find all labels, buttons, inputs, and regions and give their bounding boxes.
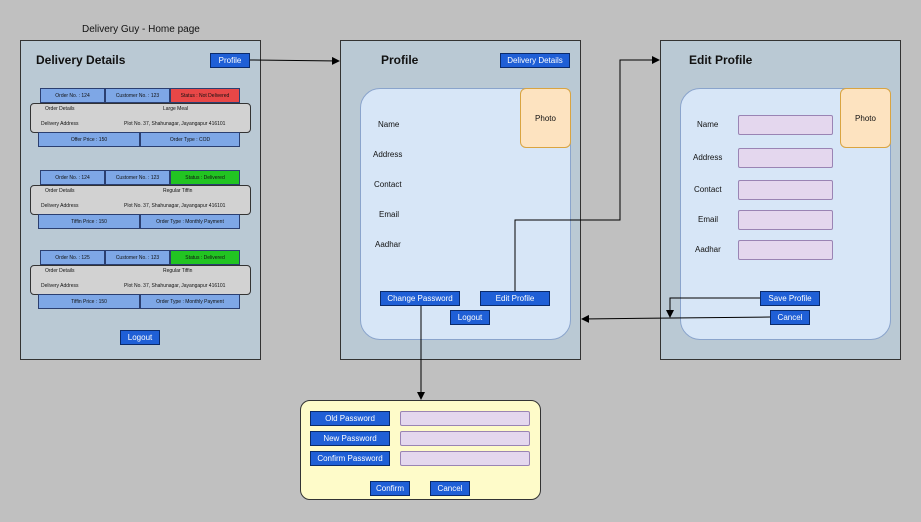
order-number: Order No. : 124	[40, 88, 105, 103]
profile-button[interactable]: Profile	[210, 53, 250, 68]
arrow-edit-to-edit-panel	[514, 56, 660, 291]
password-cancel-button[interactable]: Cancel	[430, 481, 470, 496]
order-price: Tiffin Price : 150	[38, 214, 140, 229]
old-password-label: Old Password	[310, 411, 390, 426]
order-details-label: Order Details	[45, 268, 75, 274]
profile-photo: Photo	[520, 88, 571, 148]
profile-aadhar-label: Aadhar	[375, 240, 401, 249]
order-status-badge: Status : Delivered	[170, 170, 240, 185]
order-number: Order No. : 124	[40, 170, 105, 185]
delivery-address-label: Delivery Address	[41, 203, 79, 209]
page-caption: Delivery Guy - Home page	[82, 24, 200, 35]
customer-number: Customer No. : 123	[105, 88, 170, 103]
profile-name-label: Name	[378, 120, 400, 129]
profile-address-label: Address	[373, 150, 403, 159]
order-type: Order Type : Monthly Payment	[140, 214, 240, 229]
edit-name-input[interactable]	[738, 115, 833, 135]
order-status-badge: Status : Delivered	[170, 250, 240, 265]
edit-aadhar-label: Aadhar	[695, 245, 721, 254]
edit-contact-input[interactable]	[738, 180, 833, 200]
profile-contact-label: Contact	[374, 180, 402, 189]
edit-contact-label: Contact	[694, 185, 722, 194]
order-type: Order Type : COD	[140, 132, 240, 147]
customer-number: Customer No. : 123	[105, 170, 170, 185]
customer-number: Customer No. : 123	[105, 250, 170, 265]
old-password-input[interactable]	[400, 411, 530, 426]
new-password-label: New Password	[310, 431, 390, 446]
order-details-label: Order Details	[45, 188, 75, 194]
home-logout-button[interactable]: Logout	[120, 330, 160, 345]
arrow-profile-to-profile-panel	[249, 56, 340, 65]
profile-email-label: Email	[379, 210, 400, 219]
edit-profile-photo[interactable]: Photo	[840, 88, 891, 148]
profile-logout-button[interactable]: Logout	[450, 310, 490, 325]
delivery-details-button[interactable]: Delivery Details	[500, 53, 570, 68]
order-status-badge: Status : Not Delivered	[170, 88, 240, 103]
edit-email-input[interactable]	[738, 210, 833, 230]
delivery-address-value: Plot No. 37, Shahunagar, Jayangapur 4161…	[124, 203, 226, 209]
order-price: Tiffin Price : 150	[38, 294, 140, 309]
confirm-button[interactable]: Confirm	[370, 481, 410, 496]
order-price: Offer Price : 150	[38, 132, 140, 147]
change-password-button[interactable]: Change Password	[380, 291, 460, 306]
profile-title: Profile	[381, 53, 419, 67]
new-password-input[interactable]	[400, 431, 530, 446]
edit-address-label: Address	[693, 153, 723, 162]
confirm-password-label: Confirm Password	[310, 451, 390, 466]
edit-address-input[interactable]	[738, 148, 833, 168]
edit-profile-title: Edit Profile	[689, 53, 753, 67]
edit-email-label: Email	[698, 215, 719, 224]
delivery-address-label: Delivery Address	[41, 283, 79, 289]
home-title: Delivery Details	[36, 53, 126, 67]
delivery-address-value: Plot No. 37, Shahunagar, Jayangapur 4161…	[124, 121, 226, 127]
edit-cancel-button[interactable]: Cancel	[770, 310, 810, 325]
order-details-value: Large Meal	[163, 106, 189, 112]
arrow-cancel-to-profile	[581, 314, 771, 323]
save-profile-button[interactable]: Save Profile	[760, 291, 820, 306]
edit-name-label: Name	[697, 120, 719, 129]
order-details-value: Regular Tiffin	[163, 268, 193, 274]
order-type: Order Type : Monthly Payment	[140, 294, 240, 309]
order-details-value: Regular Tiffin	[163, 188, 193, 194]
edit-profile-button[interactable]: Edit Profile	[480, 291, 550, 306]
edit-aadhar-input[interactable]	[738, 240, 833, 260]
confirm-password-input[interactable]	[400, 451, 530, 466]
order-number: Order No. : 125	[40, 250, 105, 265]
arrow-save-back	[666, 297, 760, 318]
delivery-address-label: Delivery Address	[41, 121, 79, 127]
delivery-address-value: Plot No. 37, Shahunagar, Jayangapur 4161…	[124, 283, 226, 289]
order-details-label: Order Details	[45, 106, 75, 112]
